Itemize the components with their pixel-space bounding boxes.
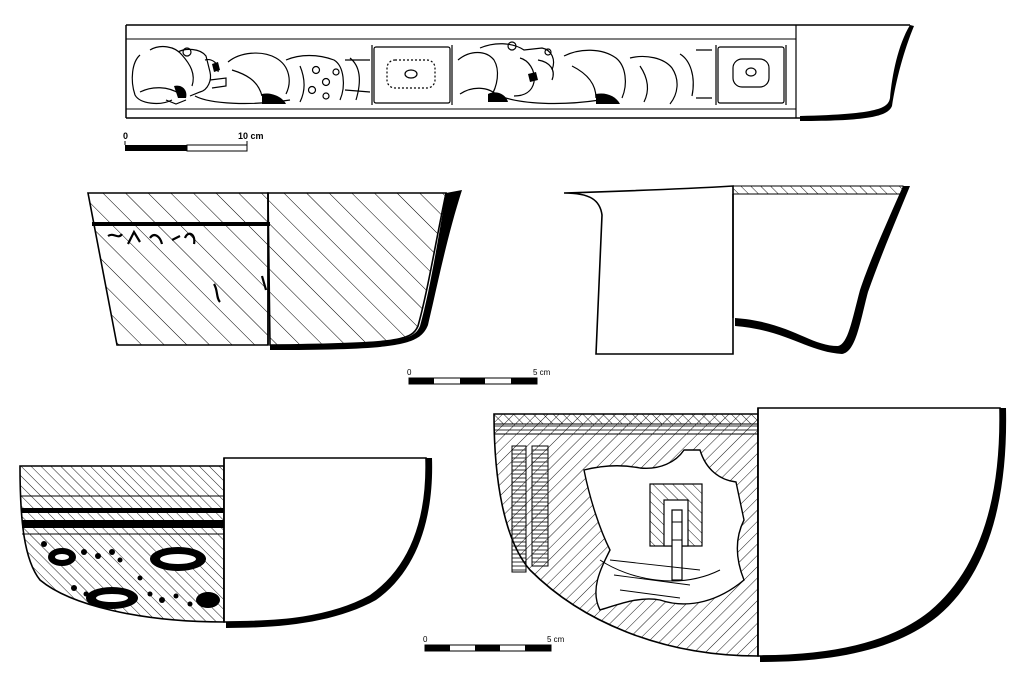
inner-stepped-motif — [649, 483, 703, 581]
seated-figure-right — [457, 41, 712, 105]
frieze-panels — [371, 45, 787, 105]
scale-large-end: 10 cm — [238, 131, 264, 141]
seated-figure-left — [131, 45, 371, 105]
scale-middle-end: 5 cm — [533, 368, 551, 377]
hemispherical-bowl-right — [493, 407, 1007, 662]
scale-bottom-start: 0 — [423, 635, 428, 644]
scale-bar-middle: 0 5 cm — [407, 368, 551, 385]
seated-figure-right-shading — [488, 72, 620, 104]
scale-large-start: 0 — [123, 131, 128, 141]
scale-middle-start: 0 — [407, 368, 412, 377]
scale-bottom-end: 5 cm — [547, 635, 565, 644]
hemispherical-bowl-left — [19, 457, 433, 628]
seated-figure-left-shading — [174, 62, 286, 104]
flared-dish-right — [563, 185, 910, 355]
scale-bar-bottom: 0 5 cm — [423, 635, 565, 652]
flared-bowl-left — [87, 190, 462, 350]
cylinder-vase-rollout: 0 10 cm — [123, 24, 914, 152]
scale-bar-large: 0 10 cm — [123, 131, 264, 152]
